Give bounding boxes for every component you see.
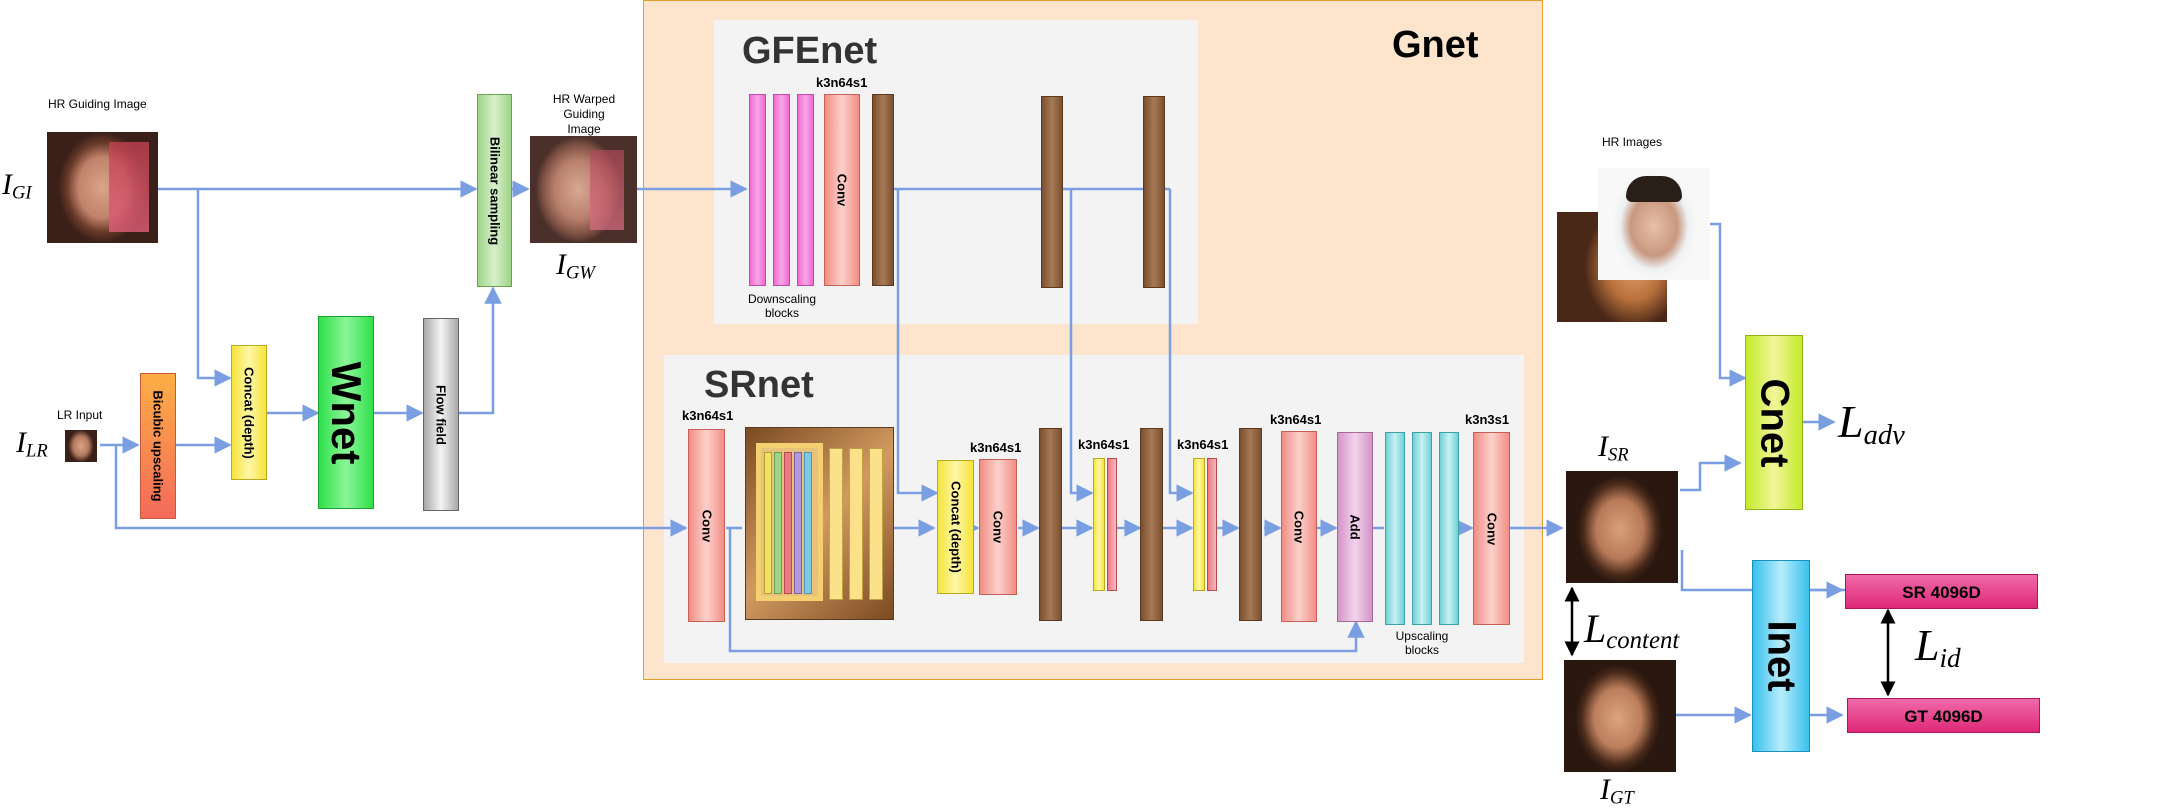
l-content-label: Lcontent — [1584, 606, 1680, 655]
sr-conv-small-1 — [1107, 458, 1117, 591]
sr-feature-2 — [1140, 428, 1163, 621]
arrow-hr-to-cnet — [1704, 222, 1747, 387]
i-gi-label: IGI — [2, 168, 32, 204]
sr-feature-3 — [1239, 428, 1262, 621]
srnet-title: SRnet — [704, 364, 814, 406]
gnet-title: Gnet — [1392, 24, 1479, 66]
sr-output-image — [1566, 471, 1678, 583]
sr-param-2: k3n64s1 — [970, 440, 1022, 455]
downscaling-label: Downscaling blocks — [747, 292, 817, 320]
sr-param-3: k3n64s1 — [1078, 437, 1130, 452]
gfe-feature-3 — [1143, 96, 1165, 288]
flow-field-block: Flow field — [423, 318, 459, 511]
lr-input-image — [65, 430, 97, 462]
sr-feature-box: SR 4096D — [1845, 574, 2038, 609]
downscale-block-2 — [773, 94, 790, 286]
gfe-feature-2 — [1041, 96, 1063, 288]
hr-images-label: HR Images — [1602, 135, 1663, 149]
gfenet-title: GFEnet — [742, 30, 878, 72]
arrow-isr-to-cnet — [1680, 454, 1742, 492]
residual-group — [745, 427, 894, 620]
cnet-block: Cnet — [1745, 335, 1803, 510]
arrow-gfe-to-sr4 — [1168, 189, 1194, 502]
upscale-block-3 — [1439, 432, 1459, 625]
l-adv-label: Ladv — [1838, 396, 1905, 452]
arrow-gfe-to-concat — [896, 189, 939, 502]
sr-conv-small-2 — [1207, 458, 1217, 591]
sr-conv-1: Conv — [688, 429, 725, 622]
add-block: Add — [1337, 432, 1373, 622]
i-gt-label: IGT — [1600, 773, 1634, 809]
concat-block-left: Concat (depth) — [231, 345, 267, 480]
concat-block-sr: Concat (depth) — [937, 460, 974, 594]
bilinear-block: Bilinear sampling — [477, 94, 512, 287]
upscaling-label: Upscaling blocks — [1395, 629, 1449, 657]
downscale-block-1 — [749, 94, 766, 286]
upscale-block-2 — [1412, 432, 1432, 625]
i-lr-label: ILR — [16, 426, 48, 462]
arrow-flow-to-bilinear — [458, 286, 502, 415]
arrow-gfe-to-sr3 — [1069, 189, 1094, 502]
arrow-gi-to-concat — [196, 189, 232, 387]
gfe-conv-param: k3n64s1 — [816, 75, 868, 90]
gfe-conv-block: Conv — [824, 94, 860, 286]
sr-param-1: k3n64s1 — [682, 408, 734, 423]
hr-guiding-label: HR Guiding Image — [48, 97, 147, 111]
arrow-lr-to-srconv — [114, 445, 688, 537]
sr-param-6: k3n3s1 — [1465, 412, 1510, 427]
hr-warped-image — [530, 136, 637, 243]
sr-concat-small-1 — [1093, 458, 1105, 591]
gfe-feature-1 — [872, 94, 894, 286]
sr-concat-small-2 — [1193, 458, 1205, 591]
sr-param-5: k3n64s1 — [1270, 412, 1322, 427]
hr-image-front — [1598, 168, 1710, 280]
lr-input-label: LR Input — [57, 408, 103, 422]
i-sr-label: ISR — [1598, 430, 1629, 466]
inet-block: Inet — [1752, 560, 1810, 752]
sr-conv-4: Conv — [1473, 432, 1510, 625]
i-gw-label: IGW — [556, 248, 595, 284]
gt-image — [1564, 660, 1676, 772]
hr-guiding-image — [47, 132, 158, 243]
sr-feature-1 — [1039, 428, 1062, 621]
downscale-block-3 — [797, 94, 814, 286]
bicubic-block: Bicubic upscaling — [140, 373, 176, 519]
gt-feature-box: GT 4096D — [1847, 698, 2040, 733]
arrow-skip-to-add — [728, 528, 1365, 653]
hr-warped-label: HR Warped Guiding Image — [552, 92, 616, 136]
upscale-block-1 — [1385, 432, 1405, 625]
sr-conv-2: Conv — [979, 459, 1017, 595]
sr-param-4: k3n64s1 — [1177, 437, 1229, 452]
wnet-block: Wnet — [318, 316, 374, 509]
l-id-label: Lid — [1915, 621, 1961, 673]
gfenet-panel — [714, 20, 1198, 324]
sr-conv-3: Conv — [1281, 431, 1317, 622]
